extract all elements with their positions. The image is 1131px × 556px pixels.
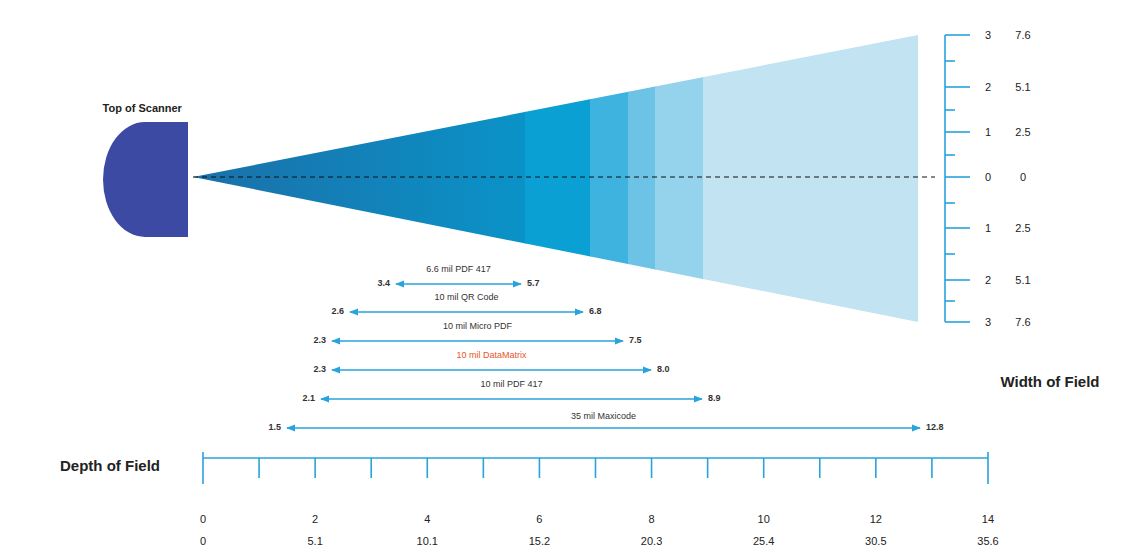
depth-cm: 25.4: [753, 535, 774, 547]
axis-title: Depth of Field: [60, 458, 160, 475]
depth-inches: 4: [424, 513, 430, 525]
depth-inches: 0: [200, 513, 206, 525]
width-inches: 0: [985, 171, 991, 183]
range-start: 1.5: [268, 423, 281, 433]
depth-cm: 5.1: [307, 535, 322, 547]
range-start: 2.3: [313, 365, 326, 375]
depth-inches: 2: [312, 513, 318, 525]
scanner-label: Top of Scanner: [103, 102, 182, 114]
range-start: 2.1: [302, 394, 315, 404]
depth-cm: 10.1: [417, 535, 438, 547]
depth-inches: 10: [758, 513, 770, 525]
symbology-name: 10 mil Micro PDF: [443, 322, 512, 332]
depth-cm: 30.5: [865, 535, 886, 547]
range-end: 8.0: [657, 365, 670, 375]
range-start: 2.3: [313, 336, 326, 346]
depth-inches: 6: [536, 513, 542, 525]
range-end: 7.5: [629, 336, 642, 346]
symbology-name: 35 mil Maxicode: [571, 412, 636, 422]
symbology-name: 10 mil DataMatrix: [456, 351, 526, 361]
symbology-name: 6.6 mil PDF 417: [426, 265, 491, 275]
width-inches: 2: [985, 274, 991, 286]
width-inches: 3: [985, 29, 991, 41]
width-cm: 2.5: [1015, 222, 1030, 234]
range-start: 3.4: [377, 279, 390, 289]
scanner-head: Top of Scanner: [100, 122, 188, 237]
depth-cm: 20.3: [641, 535, 662, 547]
width-inches: 1: [985, 222, 991, 234]
width-inches: 3: [985, 316, 991, 328]
range-arrows: [287, 284, 920, 428]
width-inches: 2: [985, 81, 991, 93]
width-cm: 7.6: [1015, 316, 1030, 328]
width-cm: 5.1: [1015, 274, 1030, 286]
width-cm: 2.5: [1015, 126, 1030, 138]
depth-cm: 15.2: [529, 535, 550, 547]
range-start: 2.6: [331, 307, 344, 317]
center-axis: [193, 176, 935, 177]
depth-cm: 35.6: [977, 535, 998, 547]
width-cm: 7.6: [1015, 29, 1030, 41]
scanner-shape: [100, 122, 188, 237]
width-inches: 1: [985, 126, 991, 138]
depth-inches: 12: [870, 513, 882, 525]
width-scale: [945, 35, 970, 322]
depth-axis: [203, 452, 988, 484]
symbology-name: 10 mil QR Code: [434, 293, 498, 303]
depth-cm: 0: [200, 535, 206, 547]
width-cm: 0: [1020, 171, 1026, 183]
range-end: 12.8: [926, 423, 944, 433]
width-cm: 5.1: [1015, 81, 1030, 93]
range-end: 5.7: [527, 279, 540, 289]
range-end: 8.9: [708, 394, 721, 404]
depth-inches: 8: [648, 513, 654, 525]
depth-inches: 14: [982, 513, 994, 525]
range-end: 6.8: [589, 307, 602, 317]
symbology-name: 10 mil PDF 417: [480, 380, 542, 390]
scan-cone: [190, 30, 919, 330]
axis-title: Width of Field: [1000, 374, 1099, 391]
